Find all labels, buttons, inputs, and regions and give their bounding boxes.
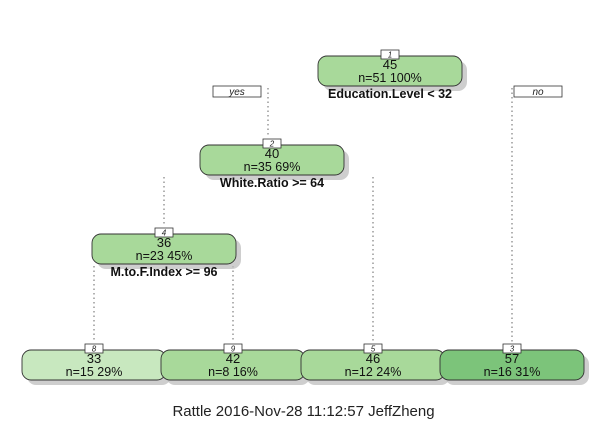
- node-number-tag: [262, 138, 282, 149]
- node-number-tag: [502, 343, 522, 354]
- node-stats: n=8 16%: [208, 365, 258, 379]
- node-value: 42: [226, 351, 240, 366]
- node-number-tag: [84, 343, 104, 354]
- node-stats: n=51 100%: [358, 71, 422, 85]
- node-stats: n=15 29%: [66, 365, 123, 379]
- node-number: 3: [510, 345, 515, 354]
- node-number-tag: [380, 49, 400, 60]
- node-number-tag: [363, 343, 383, 354]
- node-split-rule: M.to.F.Index >= 96: [111, 265, 218, 279]
- node-stats: n=12 24%: [345, 365, 402, 379]
- node-stats: n=23 45%: [136, 249, 193, 263]
- node-value: 36: [157, 235, 171, 250]
- node-split-rule: Education.Level < 32: [328, 87, 452, 101]
- node-value: 46: [366, 351, 380, 366]
- node-number-tag: [154, 227, 174, 238]
- node-value: 57: [505, 351, 519, 366]
- tree-edges: [93, 88, 513, 342]
- branch-label-yes: yes: [212, 85, 262, 98]
- node-value: 45: [383, 57, 397, 72]
- branch-label-no: no: [513, 85, 563, 98]
- node-value: 33: [87, 351, 101, 366]
- node-number: 9: [231, 345, 236, 354]
- node-stats: n=16 31%: [484, 365, 541, 379]
- node-number: 8: [92, 345, 97, 354]
- branch-label-text: no: [532, 87, 544, 98]
- node-number: 4: [162, 229, 167, 238]
- node-number: 2: [269, 140, 275, 149]
- node-stats: n=35 69%: [244, 160, 301, 174]
- node-split-rule: White.Ratio >= 64: [220, 176, 324, 190]
- node-value: 40: [265, 146, 279, 161]
- branch-labels: yes no: [212, 85, 563, 98]
- node-number-tag: [223, 343, 243, 354]
- branch-label-text: yes: [228, 87, 245, 98]
- node-number: 1: [388, 51, 392, 60]
- node-number: 5: [371, 345, 376, 354]
- caption: Rattle 2016-Nov-28 11:12:57 JeffZheng: [172, 403, 435, 420]
